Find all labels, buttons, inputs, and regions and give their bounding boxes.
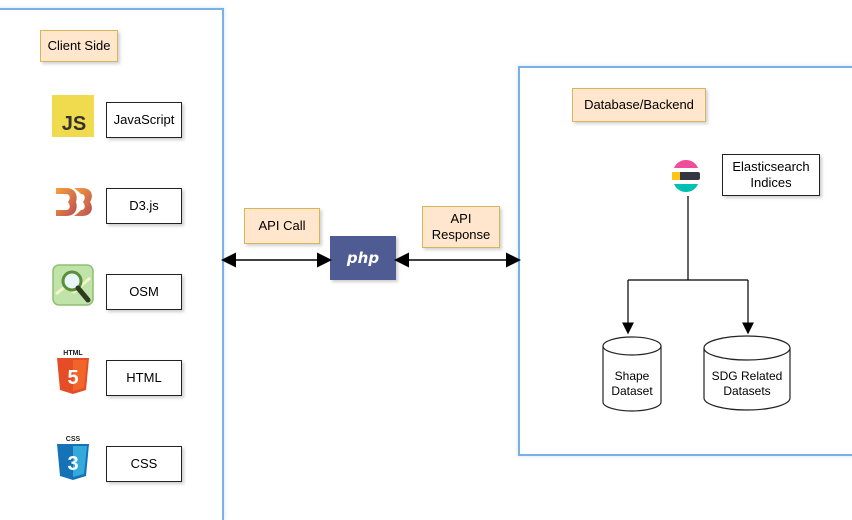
api-call-label: API Call xyxy=(244,208,320,244)
shape-dataset-cylinder xyxy=(602,336,662,412)
d3-icon xyxy=(54,182,94,222)
elasticsearch-line2: Indices xyxy=(750,175,792,190)
sdg-datasets-label: SDG Related Datasets xyxy=(704,364,790,404)
svg-text:5: 5 xyxy=(67,367,78,389)
sdg-datasets-cylinder xyxy=(703,335,791,411)
backend-panel xyxy=(518,66,852,456)
osm-box: OSM xyxy=(106,274,182,310)
svg-text:JS: JS xyxy=(62,113,86,135)
shape-dataset-line1: Shape xyxy=(614,369,650,383)
api-response-label: API Response xyxy=(422,206,500,248)
api-response-line1: API xyxy=(450,211,472,227)
api-response-line2: Response xyxy=(431,227,491,242)
client-side-label: Client Side xyxy=(40,30,118,62)
elasticsearch-line1: Elasticsearch xyxy=(732,159,810,175)
svg-text:HTML: HTML xyxy=(63,350,83,357)
javascript-box: JavaScript xyxy=(106,102,182,138)
svg-text:3: 3 xyxy=(67,453,78,475)
php-logo-text: php xyxy=(346,249,380,267)
d3js-box: D3.js xyxy=(106,188,182,224)
svg-text:CSS: CSS xyxy=(66,436,81,443)
connector-layer xyxy=(221,196,791,412)
client-side-panel xyxy=(0,8,224,520)
html-box: HTML xyxy=(106,360,182,396)
css3-icon: CSS 3 xyxy=(54,434,92,480)
elasticsearch-icon xyxy=(664,156,708,196)
shape-dataset-label: Shape Dataset xyxy=(603,364,661,404)
backend-label: Database/Backend xyxy=(572,88,706,122)
elasticsearch-indices-box: Elasticsearch Indices xyxy=(722,154,820,196)
osm-icon xyxy=(52,264,94,306)
javascript-icon: JS xyxy=(52,95,94,137)
css-box: CSS xyxy=(106,446,182,482)
shape-dataset-line2: Dataset xyxy=(611,384,653,398)
html5-icon: HTML 5 xyxy=(54,348,92,394)
php-server: php xyxy=(330,236,396,280)
sdg-datasets-line1: SDG Related xyxy=(711,369,783,383)
sdg-datasets-line2: Datasets xyxy=(723,384,771,398)
